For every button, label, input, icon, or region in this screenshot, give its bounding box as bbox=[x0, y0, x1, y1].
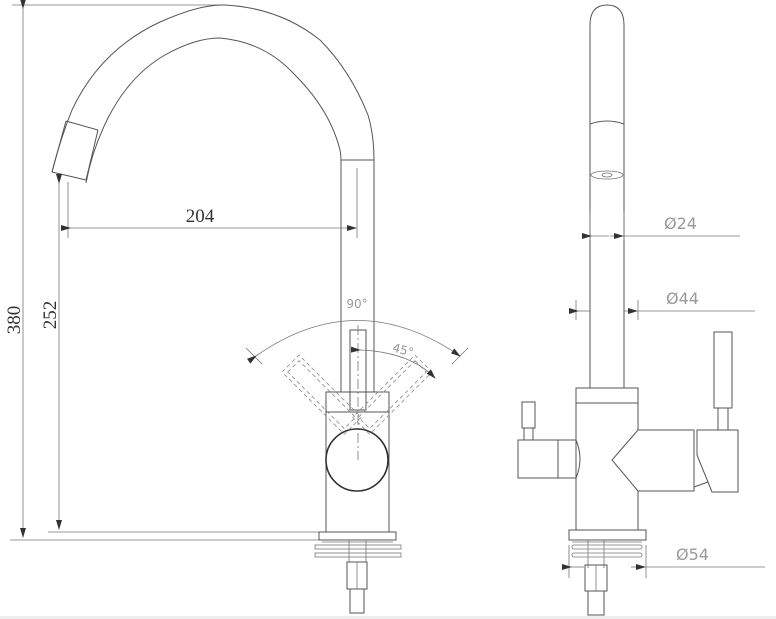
dim-total-height: 380 bbox=[4, 306, 25, 335]
front-view: 380 252 204 90° 45° bbox=[4, 0, 469, 614]
dim-spout-diameter: Ø24 bbox=[664, 214, 697, 233]
dim-body-diameter: Ø44 bbox=[666, 289, 699, 308]
dim-spout-reach: 204 bbox=[186, 206, 215, 227]
dim-lever-rotation: 90° bbox=[346, 297, 367, 311]
dim-lever-half-angle: 45° bbox=[391, 341, 415, 360]
bottom-border bbox=[0, 616, 776, 619]
dim-spout-clearance: 252 bbox=[40, 301, 61, 330]
side-view: Ø24 Ø44 Ø54 bbox=[517, 4, 765, 616]
dim-base-diameter: Ø54 bbox=[676, 545, 709, 564]
